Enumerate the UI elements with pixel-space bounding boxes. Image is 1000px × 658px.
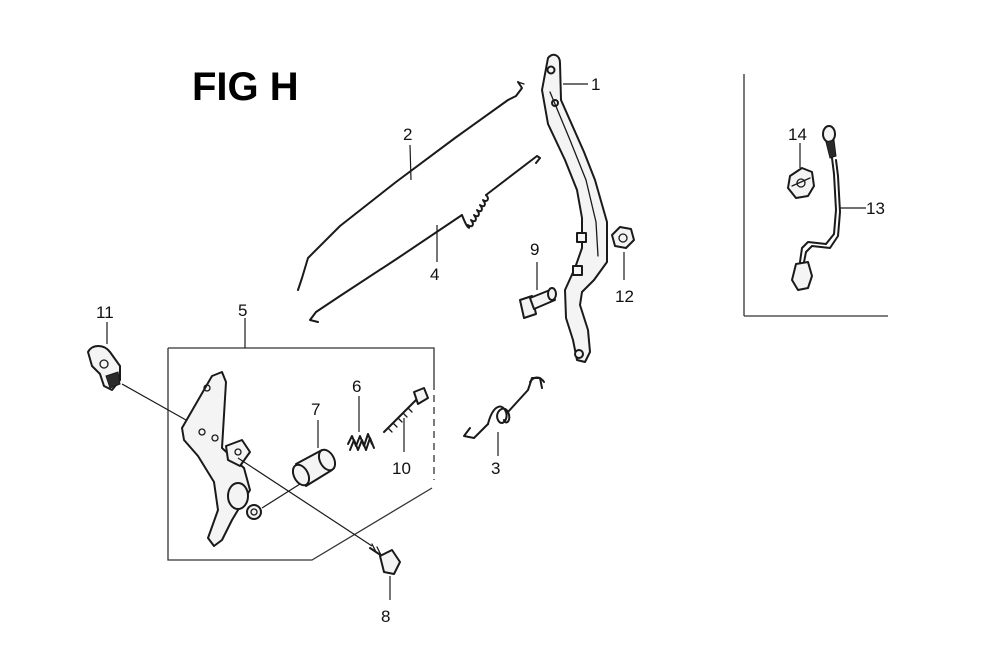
leader-7-to-arm: [261, 483, 301, 509]
callout-12: 12: [615, 287, 634, 306]
part-7-collar: [291, 448, 337, 487]
callout-10: 10: [392, 459, 411, 478]
part-14-clip: [787, 167, 815, 199]
part-1-control-lever: [541, 53, 608, 363]
callout-14: 14: [788, 125, 807, 144]
callout-9: 9: [530, 240, 539, 259]
callout-5: 5: [238, 301, 247, 320]
part-12-nut: [611, 226, 635, 249]
part-8-bolt: [369, 543, 401, 575]
part-5-governor-arm: [181, 371, 262, 547]
callout-2: 2: [403, 125, 412, 144]
inset-frame: [743, 74, 888, 317]
callout-8: 8: [381, 607, 390, 626]
callout-13: 13: [866, 199, 885, 218]
part-2-throttle-rod: [297, 81, 525, 291]
leader-8-to-arm: [237, 457, 373, 547]
figure-title: FIG H: [192, 65, 299, 109]
part-11-clip: [87, 345, 121, 391]
part-4-governor-rod: [309, 155, 541, 323]
part-5-assembly-frame: [167, 318, 435, 561]
leader-11-to-arm: [121, 383, 187, 421]
part-6-spring: [347, 433, 375, 451]
callout-7: 7: [311, 400, 320, 419]
callout-3: 3: [491, 459, 500, 478]
callout-11: 11: [96, 303, 114, 322]
part-3-spring: [463, 376, 545, 439]
leader-2: [409, 144, 412, 181]
callout-4: 4: [430, 265, 439, 284]
callout-6: 6: [352, 377, 361, 396]
callout-1: 1: [591, 75, 600, 94]
part-10-screw: [383, 387, 429, 433]
part-13-ground-wire: [791, 125, 841, 291]
part-9-bolt: [519, 287, 557, 319]
